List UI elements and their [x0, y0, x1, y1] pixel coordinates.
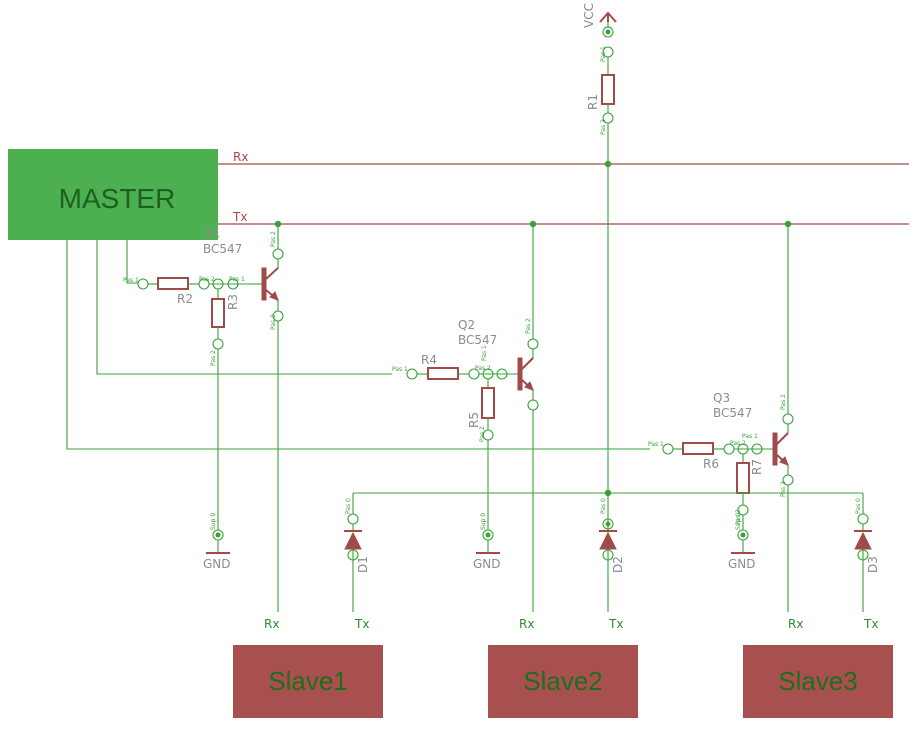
q2-model: BC547 [458, 333, 497, 347]
r2-label: R2 [177, 292, 193, 306]
svg-text:Sup 0: Sup 0 [735, 513, 742, 530]
slave1-tx-label: Tx [354, 617, 369, 631]
master-label: MASTER [59, 183, 176, 214]
master-block [8, 149, 218, 240]
r3-resistor [211, 298, 225, 328]
q1-transistor-base [261, 267, 267, 301]
ctrl-line-2 [96, 240, 392, 375]
d1-label: D1 [356, 556, 370, 573]
svg-text:Pas 2: Pas 2 [479, 426, 486, 442]
rx-bus-label: Rx [233, 150, 248, 164]
q2-transistor-base [517, 357, 523, 391]
svg-text:Pas 2: Pas 2 [475, 365, 491, 372]
svg-text:Pas 0: Pas 0 [345, 498, 352, 514]
q3-label: Q3 [713, 391, 730, 405]
svg-text:Pas 2: Pas 2 [270, 231, 277, 247]
gnd-label-3: GND [728, 557, 756, 571]
r5-label: R5 [467, 412, 481, 428]
d3-diode [854, 531, 872, 550]
gnd-label-1: GND [203, 557, 231, 571]
svg-text:Pas 1: Pas 1 [648, 441, 664, 448]
svg-text:Pas 1: Pas 1 [123, 277, 139, 284]
slave3-label: Slave3 [778, 666, 858, 696]
slave2-label: Slave2 [523, 666, 603, 696]
slave1-rx-label: Rx [264, 617, 279, 631]
r2-resistor [157, 277, 189, 290]
slave1-label: Slave1 [268, 666, 348, 696]
gnd-label-2: GND [473, 557, 501, 571]
svg-text:Pas 2: Pas 2 [780, 394, 787, 410]
svg-text:Sup 0: Sup 0 [480, 513, 487, 530]
r7-label: R7 [750, 459, 764, 475]
slave3-rx-label: Rx [788, 617, 803, 631]
svg-text:Pas 2: Pas 2 [780, 481, 787, 497]
svg-text:Pas 2: Pas 2 [525, 318, 532, 334]
r4-label: R4 [421, 353, 437, 367]
r7-resistor [736, 462, 750, 494]
slave1-block [233, 645, 383, 718]
d2-label: D2 [611, 556, 625, 573]
q3-transistor-base [772, 432, 778, 466]
q3-model: BC547 [713, 406, 752, 420]
svg-text:Pas 1: Pas 1 [392, 366, 408, 373]
d3-label: D3 [866, 556, 880, 573]
d1-diode [344, 531, 362, 550]
r1-label: R1 [586, 94, 600, 110]
d2-diode [599, 531, 617, 550]
vcc-label: VCC [582, 3, 596, 28]
svg-text:Pas 1: Pas 1 [229, 276, 245, 283]
slave3-block [743, 645, 893, 718]
svg-text:Pas 1: Pas 1 [742, 433, 758, 440]
svg-text:Pas 1: Pas 1 [481, 345, 488, 361]
svg-text:Pas 2: Pas 2 [735, 509, 742, 525]
tx-bus-label: Tx [232, 210, 247, 224]
slave2-block [488, 645, 638, 718]
slave2-rx-label: Rx [519, 617, 534, 631]
slave2-tx-label: Tx [608, 617, 623, 631]
q1-label: Q1 [203, 226, 220, 240]
r1-resistor [601, 74, 615, 105]
ctrl-line-3 [66, 240, 650, 450]
r4-resistor [427, 367, 459, 380]
svg-text:Pas 2: Pas 2 [210, 350, 217, 366]
ctrl-line-1 [126, 240, 138, 284]
svg-text:Pas 0: Pas 0 [855, 498, 862, 514]
r5-resistor [481, 387, 495, 419]
r3-label: R3 [226, 294, 240, 310]
r6-label: R6 [703, 457, 719, 471]
svg-text:Pas 2: Pas 2 [199, 276, 215, 283]
svg-text:Pas 0: Pas 0 [600, 498, 607, 514]
r6-resistor [682, 442, 714, 455]
svg-text:Pas 1: Pas 1 [600, 46, 607, 62]
slave3-tx-label: Tx [863, 617, 878, 631]
svg-text:Pas 2: Pas 2 [600, 119, 607, 135]
svg-text:Pas 2: Pas 2 [270, 314, 277, 330]
q2-label: Q2 [458, 318, 475, 332]
q1-model: BC547 [203, 242, 242, 256]
svg-text:Sup 0: Sup 0 [210, 513, 217, 530]
svg-text:Pas 2: Pas 2 [730, 440, 746, 447]
